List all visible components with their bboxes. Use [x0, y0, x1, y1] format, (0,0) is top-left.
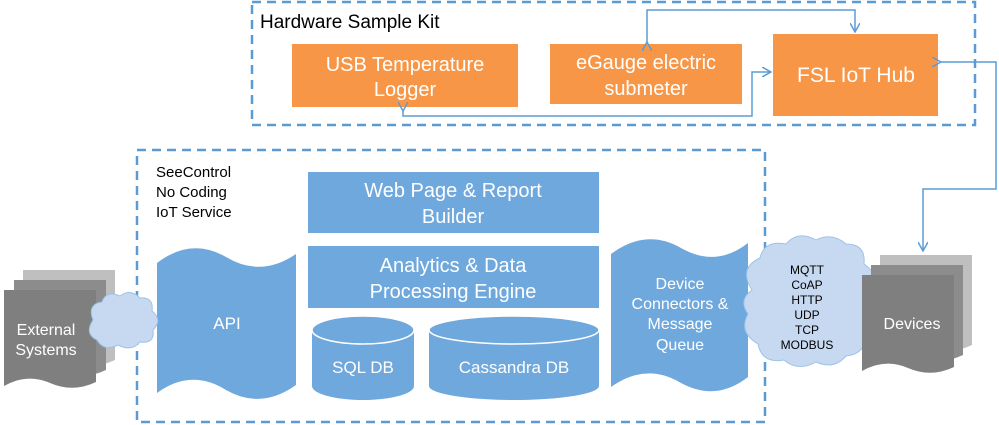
api-label: API [213, 314, 240, 333]
usb-hub-connector [403, 72, 770, 117]
sql-db-cylinder [311, 315, 415, 400]
api-shape [157, 248, 296, 399]
egauge-label-line2: submeter [604, 78, 688, 100]
protocol-tcp: TCP [795, 323, 819, 337]
platform-title-line2: No Coding [156, 184, 227, 201]
platform-title-line1: SeeControl [156, 164, 231, 181]
platform-title-line3: IoT Service [156, 204, 232, 221]
hub-devices-connector [923, 62, 997, 250]
external-systems-label-line1: External [17, 322, 76, 339]
protocol-modbus: MODBUS [781, 338, 834, 352]
cassandra-db-cylinder [428, 315, 600, 400]
cassandra-db-label: Cassandra DB [459, 358, 570, 377]
egauge-hub-connector [647, 9, 855, 43]
devices-stack [862, 255, 972, 373]
device-connectors-shape [611, 239, 748, 392]
analytics-engine-box [308, 246, 599, 308]
connectors-label-line3: Message [648, 316, 713, 333]
devices-label: Devices [884, 316, 941, 333]
external-systems-stack [4, 270, 115, 388]
protocol-mqtt: MQTT [790, 263, 825, 277]
protocol-http: HTTP [791, 293, 822, 307]
connectors-label-line4: Queue [656, 337, 704, 354]
connectors-label-line2: Connectors & [632, 296, 729, 313]
hardware-kit-title: Hardware Sample Kit [260, 12, 440, 33]
egauge-label-line1: eGauge electric [576, 52, 716, 74]
fsl-iot-hub-label: FSL IoT Hub [797, 64, 915, 87]
usb-logger-label-line2: Logger [374, 79, 437, 101]
external-systems-label-line2: Systems [15, 342, 76, 359]
analytics-label-line1: Analytics & Data [380, 255, 528, 277]
connectors-label-line1: Device [656, 276, 705, 293]
external-cloud [88, 292, 159, 349]
web-page-label-line2: Builder [422, 206, 485, 228]
web-page-label-line1: Web Page & Report [364, 180, 542, 202]
analytics-label-line2: Processing Engine [370, 281, 537, 303]
protocol-coap: CoAP [791, 278, 822, 292]
usb-logger-label-line1: USB Temperature [326, 54, 485, 76]
web-page-report-builder-box [308, 172, 599, 233]
sql-db-label: SQL DB [332, 358, 394, 377]
hardware-kit-container [250, 0, 977, 127]
protocol-udp: UDP [794, 308, 819, 322]
